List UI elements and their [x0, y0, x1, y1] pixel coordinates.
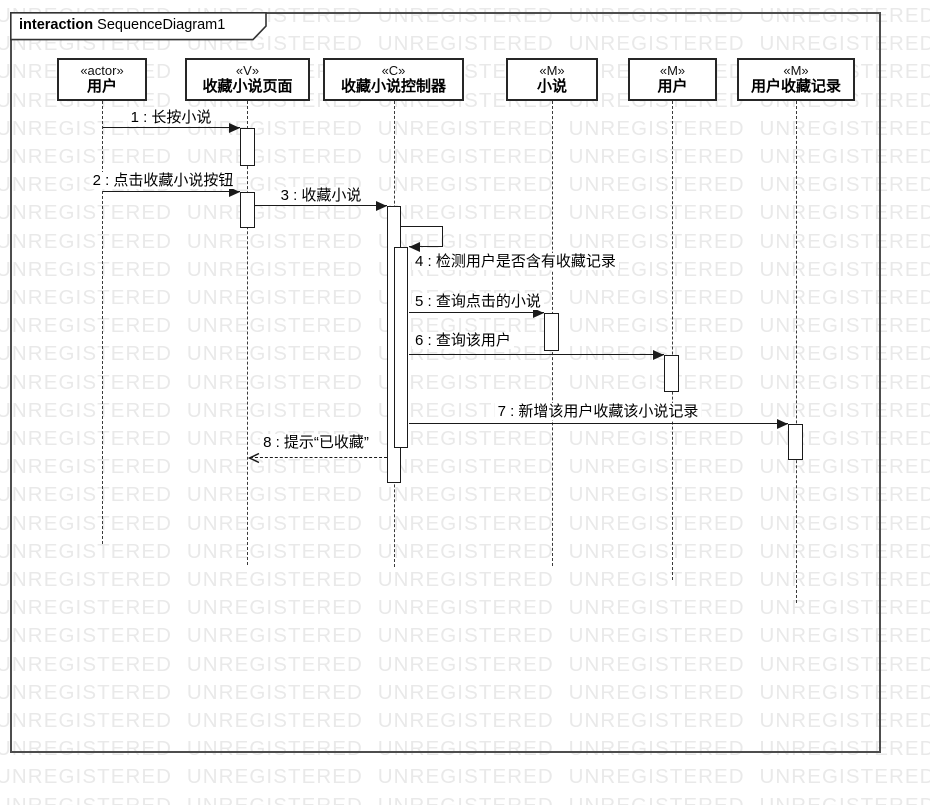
watermark-text: UNREGISTERED UNREGISTERED UNREGISTERED U… [0, 370, 930, 394]
watermark-text: UNREGISTERED UNREGISTERED UNREGISTERED U… [0, 794, 930, 805]
message-arrowhead-5 [533, 308, 544, 318]
watermark-text: UNREGISTERED UNREGISTERED UNREGISTERED U… [0, 624, 930, 648]
lifeline-name: 收藏小说控制器 [340, 78, 446, 95]
message-line-5[interactable] [409, 312, 544, 313]
watermark-text: UNREGISTERED UNREGISTERED UNREGISTERED U… [0, 116, 930, 140]
activation-bar-3[interactable] [394, 247, 408, 448]
self-message-bottom-4 [409, 246, 443, 247]
lifeline-head-1[interactable]: «V»收藏小说页面 [185, 58, 310, 101]
lifeline-name: 用户收藏记录 [750, 78, 841, 95]
message-open-arrowhead-8 [247, 452, 260, 464]
watermark-text: UNREGISTERED UNREGISTERED UNREGISTERED U… [0, 596, 930, 620]
diagram-frame-border[interactable] [10, 12, 881, 753]
lifeline-name: 用户 [86, 78, 117, 95]
watermark-text: UNREGISTERED UNREGISTERED UNREGISTERED U… [0, 483, 930, 507]
activation-bar-0[interactable] [240, 128, 255, 166]
watermark-text: UNREGISTERED UNREGISTERED UNREGISTERED U… [0, 342, 930, 366]
lifeline-stereotype: «C» [381, 63, 406, 78]
message-label-2[interactable]: 2 : 点击收藏小说按钮 [89, 172, 237, 189]
message-line-8[interactable] [250, 457, 387, 458]
lifeline-line-1[interactable] [247, 101, 248, 565]
message-line-3[interactable] [255, 205, 387, 206]
lifeline-name: 小说 [536, 78, 567, 95]
message-label-3[interactable]: 3 : 收藏小说 [277, 187, 365, 204]
lifeline-stereotype: «V» [235, 63, 260, 78]
message-arrowhead-4 [409, 242, 420, 252]
message-line-7[interactable] [409, 423, 788, 424]
message-line-6[interactable] [409, 354, 664, 355]
frame-title: interaction SequenceDiagram1 [19, 17, 225, 33]
watermark-text: UNREGISTERED UNREGISTERED UNREGISTERED U… [0, 709, 930, 732]
watermark-text: UNREGISTERED UNREGISTERED UNREGISTERED U… [0, 201, 930, 225]
watermark-text: UNREGISTERED UNREGISTERED UNREGISTERED U… [0, 737, 930, 761]
frame-name: SequenceDiagram1 [97, 17, 226, 33]
lifeline-stereotype: «M» [539, 63, 565, 78]
lifeline-head-5[interactable]: «M»用户收藏记录 [737, 58, 855, 101]
lifeline-head-2[interactable]: «C»收藏小说控制器 [323, 58, 464, 101]
watermark-text: UNREGISTERED UNREGISTERED UNREGISTERED U… [0, 229, 930, 253]
message-label-1[interactable]: 1 : 长按小说 [127, 109, 215, 126]
message-line-1[interactable] [103, 127, 240, 128]
message-arrowhead-3 [376, 201, 387, 211]
watermark-text: UNREGISTERED UNREGISTERED UNREGISTERED U… [0, 765, 930, 789]
self-message-top-4[interactable] [401, 226, 443, 227]
lifeline-head-3[interactable]: «M»小说 [506, 58, 598, 101]
message-arrowhead-6 [653, 350, 664, 360]
lifeline-line-5[interactable] [796, 101, 797, 603]
activation-bar-4[interactable] [544, 313, 559, 351]
watermark-text: UNREGISTERED UNREGISTERED UNREGISTERED U… [0, 652, 930, 676]
lifeline-stereotype: «M» [783, 63, 809, 78]
watermark-text: UNREGISTERED UNREGISTERED UNREGISTERED U… [0, 511, 930, 535]
message-line-2[interactable] [103, 191, 240, 192]
watermark-text: UNREGISTERED UNREGISTERED UNREGISTERED U… [0, 455, 930, 479]
frame-keyword: interaction [19, 17, 94, 33]
lifeline-head-4[interactable]: «M»用户 [628, 58, 717, 101]
message-label-5[interactable]: 5 : 查询点击的小说 [412, 293, 544, 310]
message-label-7[interactable]: 7 : 新增该用户收藏该小说记录 [494, 403, 702, 420]
watermark-text: UNREGISTERED UNREGISTERED UNREGISTERED U… [0, 680, 930, 704]
lifeline-name: 用户 [657, 78, 688, 95]
lifeline-stereotype: «actor» [80, 63, 124, 78]
message-arrowhead-7 [777, 419, 788, 429]
self-message-side-4 [442, 226, 443, 247]
message-arrowhead-1 [229, 123, 240, 133]
watermark-text: UNREGISTERED UNREGISTERED UNREGISTERED U… [0, 145, 930, 168]
watermark-text: UNREGISTERED UNREGISTERED UNREGISTERED U… [0, 427, 930, 450]
watermark-text: UNREGISTERED UNREGISTERED UNREGISTERED U… [0, 539, 930, 563]
lifeline-line-0[interactable] [102, 101, 103, 544]
activation-bar-5[interactable] [664, 355, 679, 392]
watermark-text: UNREGISTERED UNREGISTERED UNREGISTERED U… [0, 568, 930, 591]
lifeline-head-0[interactable]: «actor»用户 [57, 58, 147, 101]
activation-bar-1[interactable] [240, 192, 255, 228]
lifeline-line-4[interactable] [672, 101, 673, 580]
watermark-text: UNREGISTERED UNREGISTERED UNREGISTERED U… [0, 314, 930, 338]
message-label-6[interactable]: 6 : 查询该用户 [412, 332, 514, 349]
message-label-4[interactable]: 4 : 检测用户是否含有收藏记录 [412, 253, 619, 270]
frame-title-pentagon[interactable] [10, 12, 269, 41]
message-arrowhead-2 [229, 187, 240, 197]
lifeline-name: 收藏小说页面 [202, 78, 293, 95]
activation-bar-6[interactable] [788, 424, 803, 460]
message-label-8[interactable]: 8 : 提示“已收藏” [260, 434, 372, 451]
lifeline-stereotype: «M» [659, 63, 686, 78]
